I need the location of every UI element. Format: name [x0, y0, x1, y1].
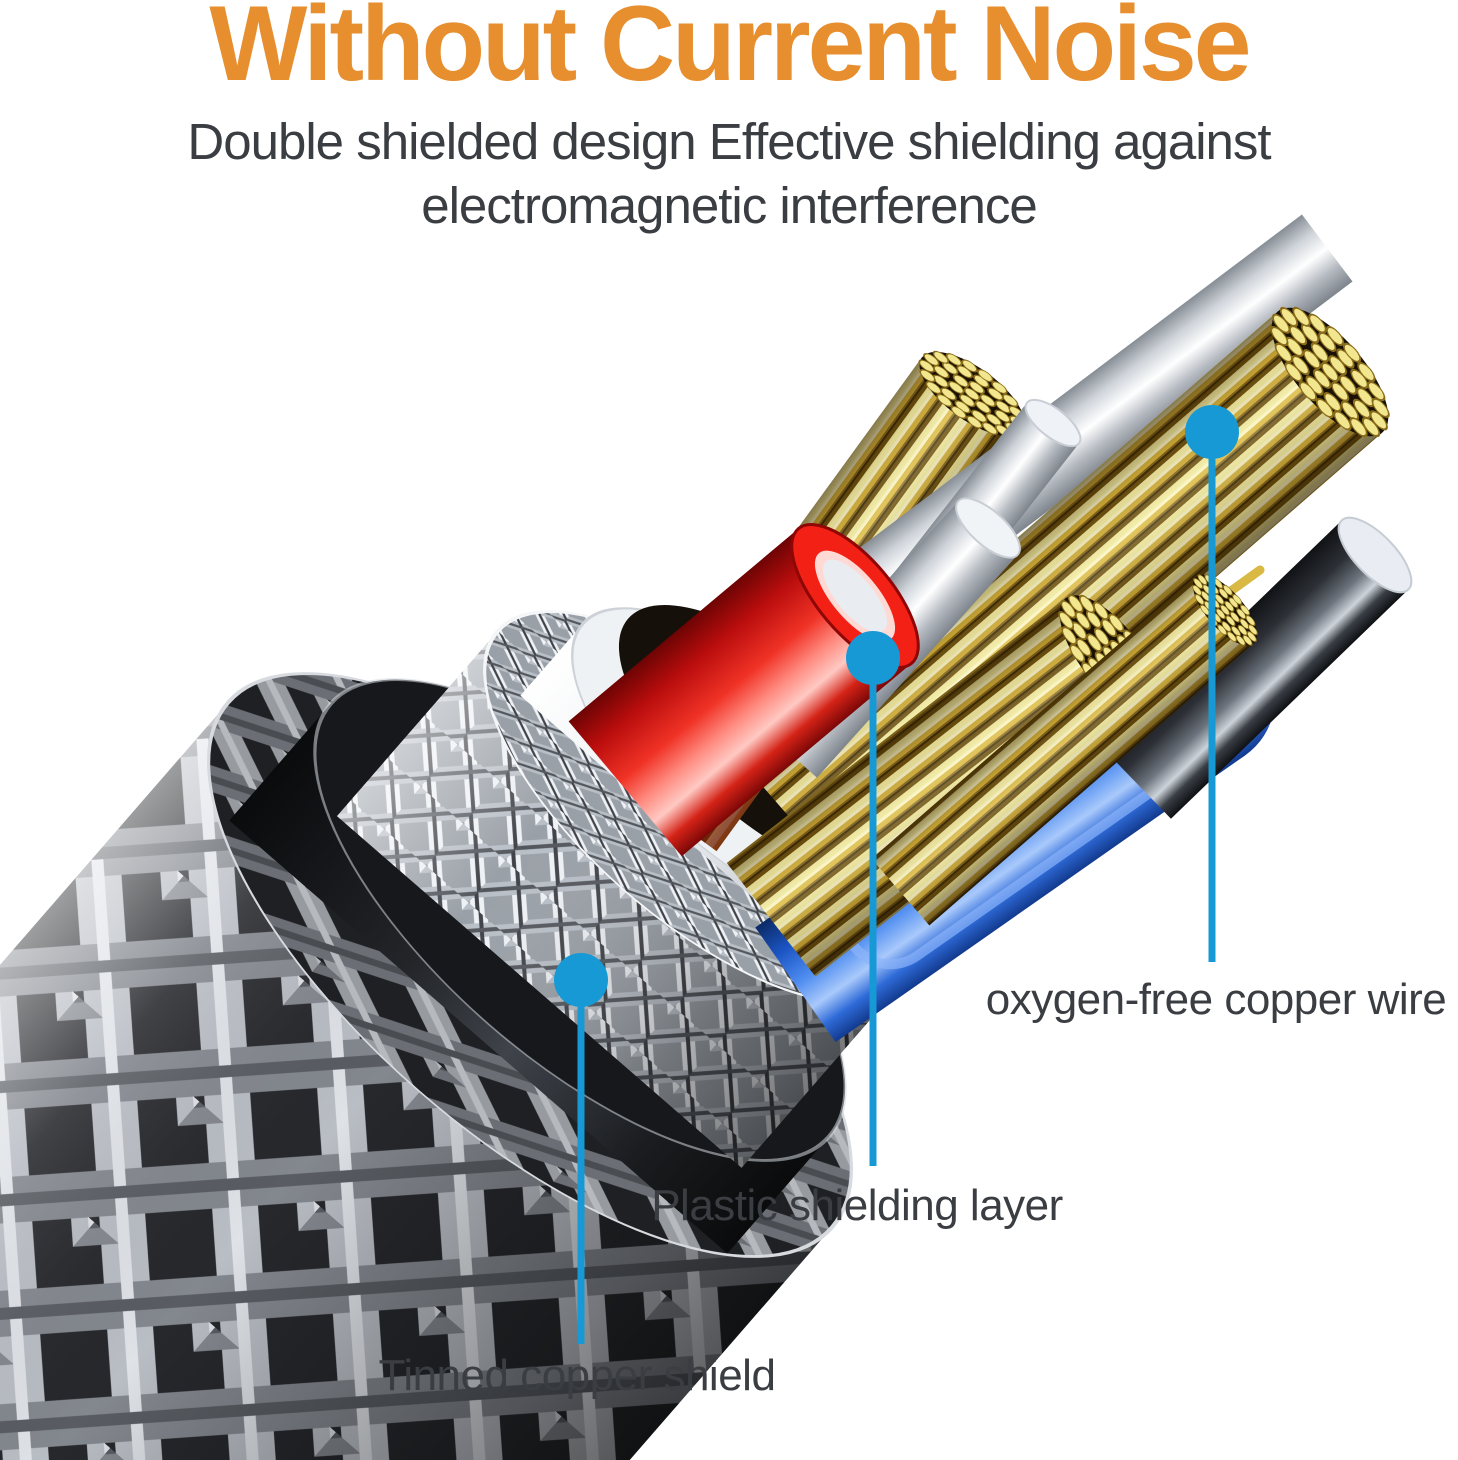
copper-bundle-d: [871, 563, 1269, 926]
callout-dot-plastic: [846, 631, 900, 685]
red-insulation-cut-edge: [790, 523, 920, 669]
callout-lines: [577, 432, 1216, 1344]
page-title: Without Current Noise: [209, 0, 1251, 103]
white-wire-right: [1104, 516, 1413, 819]
copper-bundle-c: [726, 578, 1180, 977]
callout-dot-copper: [1185, 405, 1239, 459]
page-subtitle: Double shielded design Effective shieldi…: [0, 110, 1458, 239]
subtitle-line-1: Double shielded design Effective shieldi…: [187, 113, 1271, 170]
subtitle-line-2: electromagnetic interference: [421, 177, 1038, 235]
red-insulated-wire: [568, 523, 920, 857]
label-plastic-shielding-layer: Plastic shielding layer: [651, 1181, 1063, 1230]
callout-dots: [554, 405, 1239, 1007]
label-oxygen-free-copper-wire: oxygen-free copper wire: [985, 975, 1447, 1024]
label-tinned-copper-shield: Tinned copper shield: [378, 1351, 776, 1400]
callout-dot-shield: [554, 953, 608, 1007]
